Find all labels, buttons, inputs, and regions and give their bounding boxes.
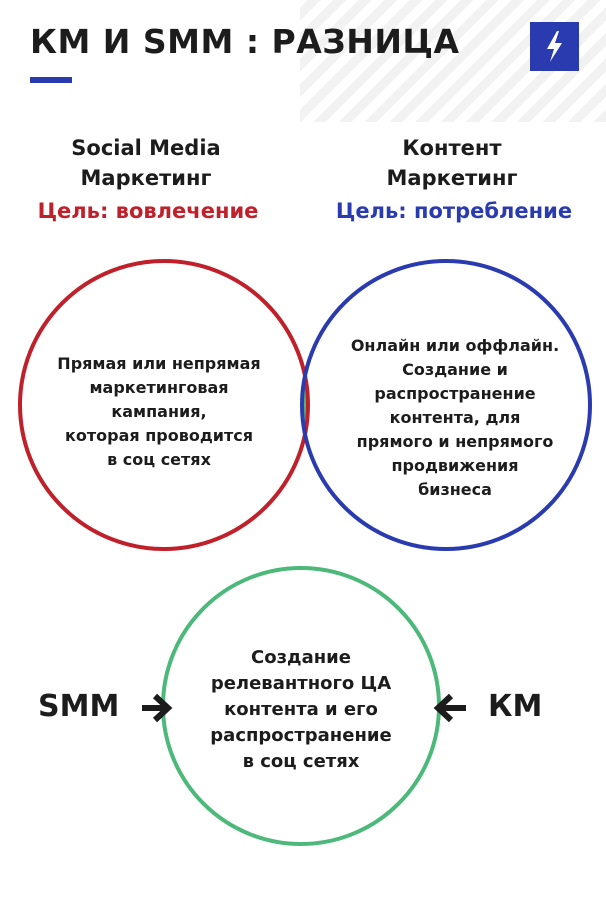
smm-label: SMM [38,689,120,724]
combined-description-line: распространение [210,725,392,746]
lightning-bolt-icon [547,31,562,62]
smm-description-line: маркетинговая [89,378,229,397]
smm-description-line: в соц сетях [107,450,211,469]
right-title-line-2: Маркетинг [386,166,518,190]
title-underline [30,77,72,83]
km-description-line: продвижения [391,456,519,475]
content-marketing-description: Онлайн или оффлайн. Создание и распростр… [330,334,580,502]
km-description-line: Создание и [402,360,508,379]
km-label: КМ [488,689,543,724]
arrow-icon [142,693,173,723]
right-column-title: Контент Маркетинг [322,133,582,193]
km-description-line: Онлайн или оффлайн. [350,336,560,355]
combined-description: Создание релевантного ЦА контента и его … [176,645,426,775]
right-goal: Цель: потребление [335,199,573,223]
km-description-line: прямого и непрямого [356,432,554,451]
left-column-title: Social Media Маркетинг [16,133,276,193]
content-marketing-circle [300,259,592,551]
km-description-line: распространение [374,384,536,403]
left-title-line-1: Social Media [71,136,221,160]
smm-description: Прямая или непрямая маркетинговая кампан… [34,352,284,472]
left-title-line-2: Маркетинг [80,166,212,190]
combined-description-line: Создание [251,647,351,668]
smm-circle [18,259,310,551]
smm-description-line: Прямая или непрямая [57,354,261,373]
combined-description-line: релевантного ЦА [210,673,392,694]
combined-description-line: в соц сетях [242,751,360,772]
lightning-badge [530,22,579,71]
smm-description-line: кампания, [111,402,207,421]
arrow-icon [433,693,466,723]
km-description-line: контента, для [389,408,521,427]
page-title: КМ И SMM : РАЗНИЦА [30,22,460,61]
combined-description-line: контента и его [224,699,378,720]
smm-description-line: которая проводится [65,426,253,445]
left-goal: Цель: вовлечение [37,199,259,223]
right-title-line-1: Контент [402,136,502,160]
km-description-line: бизнеса [418,480,492,499]
